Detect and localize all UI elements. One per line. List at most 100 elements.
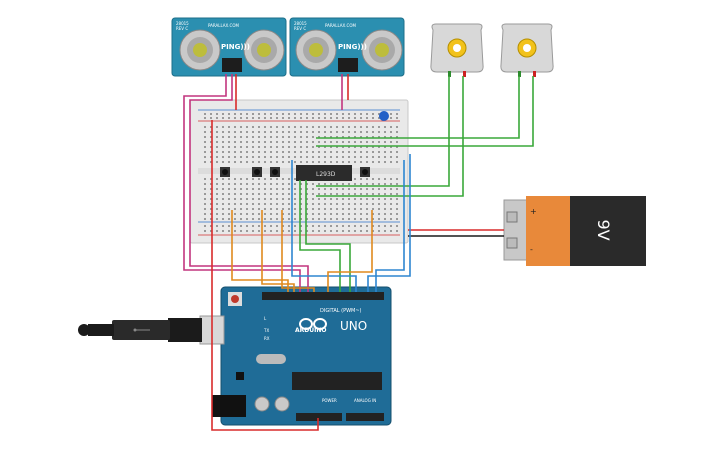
breadboard-hole [354, 218, 356, 220]
breadboard-hole [378, 213, 380, 215]
breadboard-hole [240, 225, 242, 227]
breadboard-hole [228, 193, 230, 195]
breadboard-hole [258, 136, 260, 138]
breadboard-hole [372, 183, 374, 185]
breadboard-hole [366, 183, 368, 185]
breadboard-hole [312, 126, 314, 128]
breadboard-hole [324, 230, 326, 232]
breadboard-hole [342, 151, 344, 153]
breadboard-hole [390, 141, 392, 143]
breadboard-hole [240, 213, 242, 215]
breadboard-hole [216, 136, 218, 138]
breadboard-hole [330, 198, 332, 200]
breadboard-hole [270, 161, 272, 163]
breadboard-hole [294, 198, 296, 200]
breadboard-hole [336, 188, 338, 190]
motor-driver-chip[interactable]: L293D [296, 165, 352, 181]
breadboard-hole [210, 203, 212, 205]
breadboard-hole [228, 178, 230, 180]
arduino-uno-board[interactable]: DIGITAL (PWM~) ARDUINO UNO TX RX L POWER… [212, 286, 392, 426]
breadboard-hole [378, 230, 380, 232]
breadboard-hole [270, 131, 272, 133]
breadboard-hole [228, 146, 230, 148]
breadboard-hole [324, 208, 326, 210]
breadboard-hole [294, 136, 296, 138]
push-button-3[interactable] [270, 167, 280, 177]
breadboard-hole [234, 126, 236, 128]
ultrasonic-sensor-2[interactable]: PING))) PARALLAX.COM 28015 REV C [289, 17, 405, 77]
breadboard-hole [264, 156, 266, 158]
breadboard-hole [390, 193, 392, 195]
breadboard-hole [396, 136, 398, 138]
breadboard-hole [216, 213, 218, 215]
breadboard-hole [366, 151, 368, 153]
breadboard-hole [216, 146, 218, 148]
breadboard-hole [384, 136, 386, 138]
ultrasonic-sensor-1[interactable]: PING))) PARALLAX.COM 28015 REV C [171, 17, 287, 77]
breadboard-hole [258, 188, 260, 190]
breadboard-hole [324, 156, 326, 158]
breadboard-hole [204, 193, 206, 195]
breadboard-hole [282, 198, 284, 200]
breadboard-hole [282, 117, 284, 119]
breadboard-hole [360, 213, 362, 215]
breadboard-hole [210, 156, 212, 158]
breadboard-hole [258, 183, 260, 185]
breadboard-hole [216, 230, 218, 232]
breadboard-hole [288, 178, 290, 180]
breadboard-hole [282, 126, 284, 128]
dc-motor-1[interactable] [430, 23, 484, 77]
breadboard-hole [366, 178, 368, 180]
breadboard-hole [294, 225, 296, 227]
breadboard-hole [216, 203, 218, 205]
breadboard-hole [336, 131, 338, 133]
push-button-1[interactable] [220, 167, 230, 177]
tx-label: TX [263, 328, 269, 333]
push-button-4[interactable] [360, 167, 370, 177]
breadboard-hole [390, 161, 392, 163]
breadboard-hole [234, 131, 236, 133]
sensor-1-rev: REV C [176, 26, 188, 31]
breadboard-hole [204, 141, 206, 143]
breadboard-hole [282, 208, 284, 210]
reset-button[interactable] [231, 295, 239, 303]
breadboard-hole [240, 183, 242, 185]
breadboard-hole [282, 183, 284, 185]
breadboard-hole [222, 230, 224, 232]
breadboard-hole [360, 113, 362, 115]
breadboard-hole [342, 218, 344, 220]
breadboard-hole [384, 141, 386, 143]
breadboard-hole [252, 230, 254, 232]
breadboard-hole [312, 198, 314, 200]
breadboard-hole [276, 178, 278, 180]
breadboard-hole [258, 230, 260, 232]
breadboard-hole [216, 218, 218, 220]
breadboard-hole [270, 218, 272, 220]
dc-motor-2[interactable] [500, 23, 554, 77]
breadboard-hole [378, 188, 380, 190]
breadboard-hole [222, 146, 224, 148]
breadboard-hole [264, 131, 266, 133]
breadboard-hole [246, 113, 248, 115]
breadboard-hole [282, 178, 284, 180]
breadboard-hole [228, 198, 230, 200]
breadboard-hole [294, 146, 296, 148]
breadboard-hole [270, 126, 272, 128]
breadboard-hole [294, 218, 296, 220]
battery-9v[interactable]: + - 9V [503, 196, 646, 266]
breadboard-hole [348, 183, 350, 185]
push-button-2[interactable] [252, 167, 262, 177]
breadboard-hole [228, 203, 230, 205]
breadboard-hole [210, 193, 212, 195]
breadboard-hole [312, 230, 314, 232]
breadboard-hole [306, 230, 308, 232]
breadboard-hole [240, 208, 242, 210]
breadboard-hole [342, 225, 344, 227]
breadboard-hole [294, 230, 296, 232]
breadboard-hole [384, 225, 386, 227]
breadboard-hole [312, 113, 314, 115]
breadboard-holes [204, 113, 398, 232]
breadboard-hole [252, 117, 254, 119]
breadboard-hole [336, 156, 338, 158]
